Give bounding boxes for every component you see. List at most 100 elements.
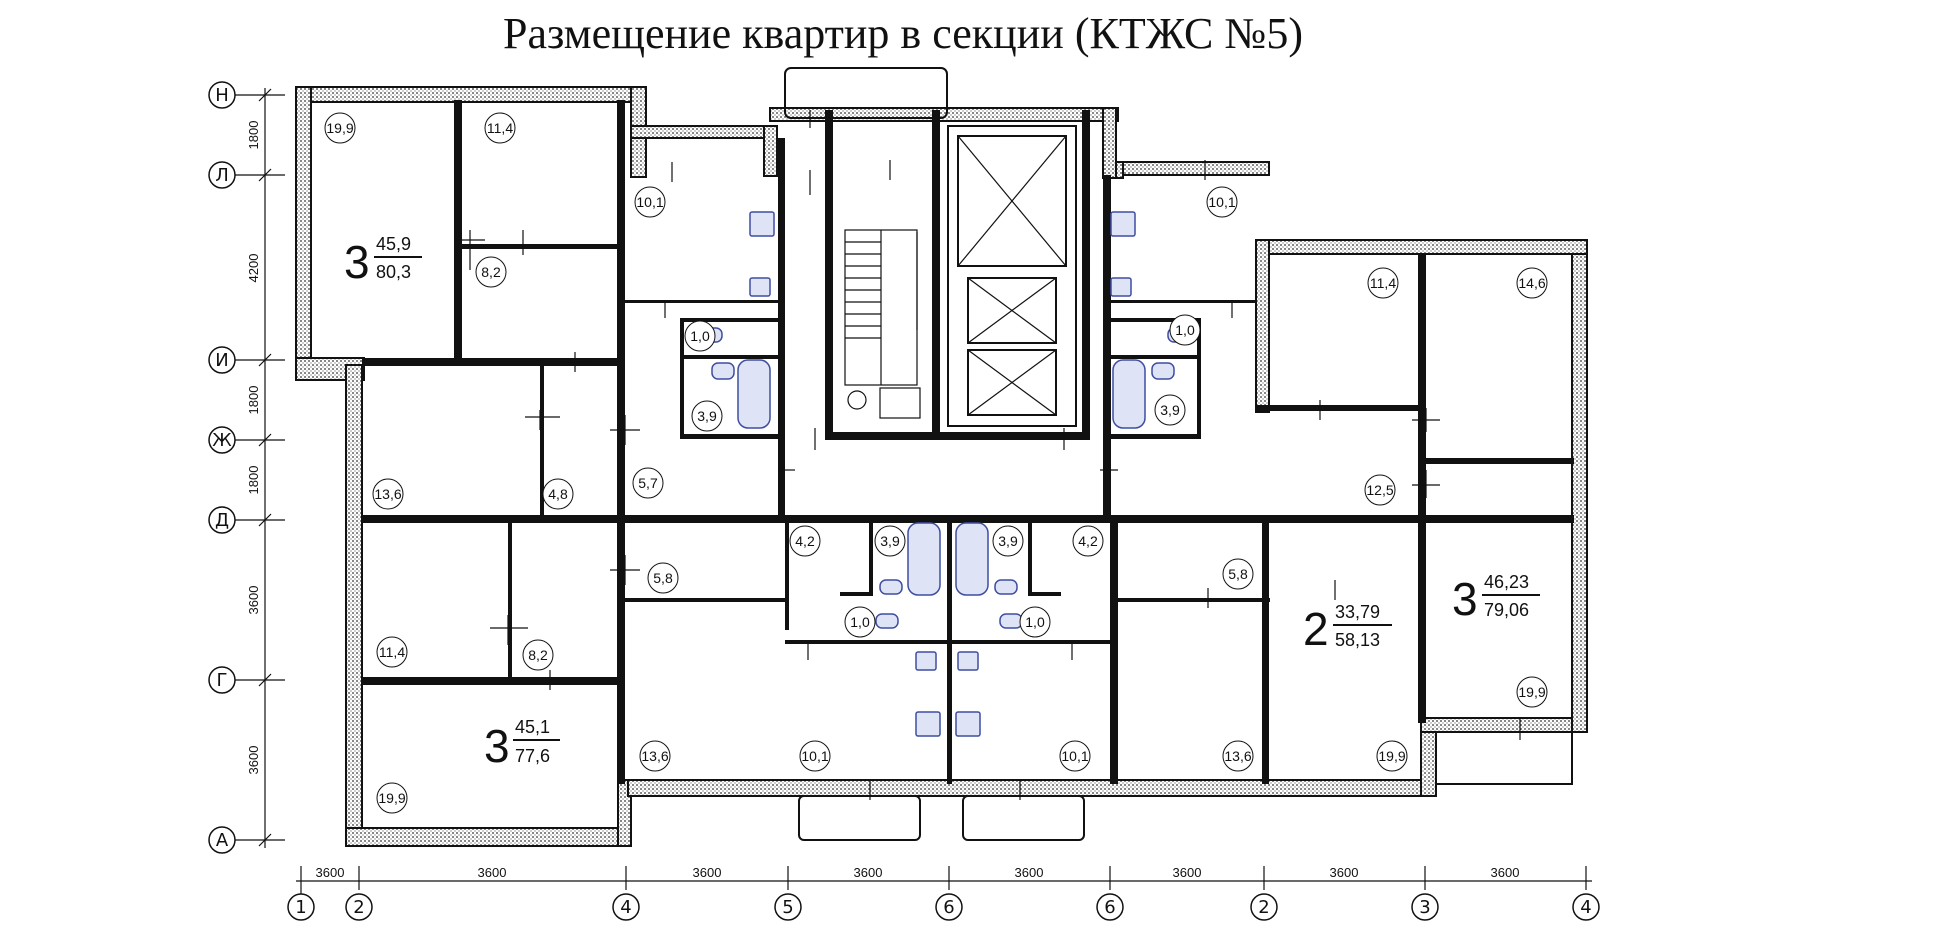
room-area: 8,2	[481, 264, 501, 280]
room-area: 3,9	[998, 533, 1018, 549]
washbasin-icon	[1151, 362, 1175, 380]
stove-icon	[749, 211, 775, 237]
row-axis-label: Л	[215, 165, 229, 186]
row-axis-N: Н	[208, 81, 285, 109]
row-axis-label: А	[216, 830, 229, 851]
col-axis-label: 5	[782, 897, 793, 918]
washbasin-icon	[711, 362, 735, 380]
stove-icon	[915, 711, 941, 737]
room-area: 4,2	[795, 533, 815, 549]
room-area: 12,5	[1366, 482, 1393, 498]
apartment-label: 3 45,9 80,3	[344, 234, 422, 288]
bathtub-icon	[955, 522, 989, 596]
bathtub-icon	[737, 359, 771, 429]
col-axis-label: 6	[943, 897, 954, 918]
row-axis-label: Н	[215, 85, 229, 106]
col-dim: 3600	[1173, 865, 1202, 880]
row-dimensions: 1800 4200 1800 1800 3600 3600	[246, 88, 272, 848]
col-axis-label: 3	[1419, 897, 1430, 918]
room-labels: 19,9 11,4 8,2 10,1 1,0 3,9 13,6 4,8 5,7 …	[324, 112, 1548, 814]
col-dim: 3600	[854, 865, 883, 880]
room-area: 13,6	[1224, 748, 1251, 764]
building: 19,9 11,4 8,2 10,1 1,0 3,9 13,6 4,8 5,7 …	[295, 67, 1588, 847]
col-axis-label: 4	[1580, 897, 1591, 918]
row-dim: 3600	[246, 746, 261, 775]
apartment-labels: 3 45,9 80,3 3 45,1 77,6 2 33,79 58,13 3 …	[344, 234, 1540, 772]
col-dim: 3600	[316, 865, 345, 880]
apartment-rooms: 3	[484, 720, 510, 772]
stove-icon	[955, 711, 981, 737]
apartment-total-area: 79,06	[1484, 600, 1529, 620]
sink-icon	[915, 651, 937, 671]
col-axis-label: 4	[620, 897, 631, 918]
room-area: 10,1	[801, 748, 828, 764]
row-axis-A: А	[208, 826, 285, 854]
apartment-total-area: 58,13	[1335, 630, 1380, 650]
row-axes: Н Л И Ж Д Г А	[208, 81, 285, 854]
col-axis-label: 2	[1258, 897, 1269, 918]
row-axis-label: И	[215, 350, 228, 371]
room-area: 19,9	[1378, 748, 1405, 764]
room-area: 11,4	[1370, 275, 1396, 291]
fixtures	[699, 211, 1191, 737]
room-area: 5,8	[1228, 566, 1248, 582]
room-area: 13,6	[641, 748, 668, 764]
room-area: 10,1	[636, 194, 663, 210]
room-area: 4,8	[548, 486, 568, 502]
room-area: 4,2	[1078, 533, 1098, 549]
apartment-living-area: 45,1	[515, 717, 550, 737]
sink-icon	[749, 277, 771, 297]
col-dim: 3600	[1330, 865, 1359, 880]
washbasin-icon	[875, 613, 899, 629]
row-dim: 1800	[246, 466, 261, 495]
room-area: 3,9	[880, 533, 900, 549]
row-axis-D: Д	[208, 506, 285, 534]
room-area: 10,1	[1061, 748, 1088, 764]
apartment-living-area: 46,23	[1484, 572, 1529, 592]
row-axis-label: Ж	[212, 430, 232, 451]
row-dim: 3600	[246, 586, 261, 615]
room-area: 19,9	[1518, 684, 1545, 700]
col-axis-label: 1	[295, 897, 306, 918]
apartment-label: 3 46,23 79,06	[1452, 572, 1540, 625]
room-area: 13,6	[374, 486, 401, 502]
room-area: 5,7	[638, 475, 658, 491]
room-area: 5,8	[653, 570, 673, 586]
room-area: 19,9	[378, 790, 405, 806]
apartment-rooms: 3	[1452, 573, 1478, 625]
col-dim: 3600	[693, 865, 722, 880]
washbasin-icon	[999, 613, 1023, 629]
col-dim: 3600	[1015, 865, 1044, 880]
col-axes: 1 2 4 5 6 6 2 3 4	[287, 890, 1600, 921]
room-area: 3,9	[1160, 402, 1180, 418]
apartment-total-area: 80,3	[376, 262, 411, 282]
room-area: 14,6	[1518, 275, 1545, 291]
apartment-label: 3 45,1 77,6	[484, 717, 560, 772]
room-area: 10,1	[1208, 194, 1235, 210]
col-dimensions: 3600 3600 3600 3600 3600 3600 3600 3600	[296, 865, 1592, 890]
apartment-living-area: 45,9	[376, 234, 411, 254]
room-area: 1,0	[1175, 322, 1195, 338]
apartment-total-area: 77,6	[515, 746, 550, 766]
row-axis-label: Д	[215, 510, 229, 531]
bathtub-icon	[907, 522, 941, 596]
row-dim: 1800	[246, 121, 261, 150]
row-axis-I: И	[208, 346, 285, 374]
apartment-rooms: 2	[1303, 603, 1329, 655]
row-dim: 1800	[246, 386, 261, 415]
col-axis-label: 2	[353, 897, 364, 918]
staircase	[844, 229, 921, 419]
apartment-rooms: 3	[344, 236, 370, 288]
col-axis-label: 6	[1104, 897, 1115, 918]
col-dim: 3600	[478, 865, 507, 880]
sink-icon	[957, 651, 979, 671]
stove-icon	[1110, 211, 1136, 237]
bathtub-icon	[1112, 359, 1146, 429]
room-area: 19,9	[326, 120, 353, 136]
row-axis-L: Л	[208, 161, 285, 189]
toilet-icon	[994, 579, 1018, 595]
apartment-living-area: 33,79	[1335, 602, 1380, 622]
row-axis-G: Г	[208, 666, 285, 694]
room-area: 11,4	[487, 120, 513, 136]
